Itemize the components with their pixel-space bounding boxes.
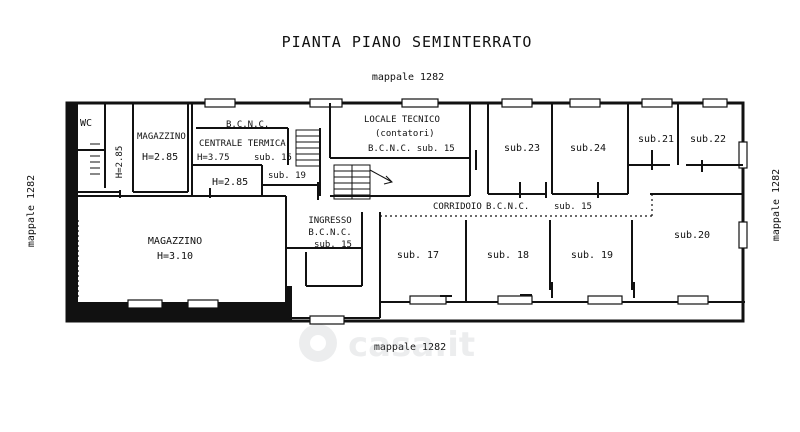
watermark-text: casa.it — [348, 325, 475, 365]
sub19-label: sub. 19 — [571, 250, 613, 261]
locale-tecnico-label: LOCALE TECNICO — [364, 115, 440, 125]
mappale-bottom-label: mappale 1282 — [374, 342, 446, 353]
sub21-label: sub.21 — [638, 134, 674, 145]
sub22-label: sub.22 — [690, 134, 726, 145]
corridoio-bcnc-label: B.C.N.C. — [486, 202, 529, 212]
stairs — [90, 129, 393, 200]
sub23-label: sub.23 — [504, 143, 540, 154]
door-marks — [119, 150, 703, 298]
corridoio-sub-label: sub. 15 — [554, 202, 592, 212]
centrale-height-label: H=3.75 — [197, 153, 230, 163]
plan-title: PIANTA PIANO SEMINTERRATO — [282, 33, 533, 51]
magazzino-big-height: H=3.10 — [157, 251, 193, 262]
wc-label: WC — [80, 118, 92, 129]
magazzino-big-label: MAGAZZINO — [148, 236, 202, 247]
dotted-partitions — [77, 194, 653, 300]
mappale-left-label: mappale 1282 — [26, 175, 37, 247]
interior-walls — [78, 103, 743, 302]
ingresso-bcnc-label: B.C.N.C. — [308, 228, 351, 238]
ingresso-sub-label: sub. 15 — [314, 240, 352, 250]
sub19-small-label: sub. 19 — [268, 171, 306, 181]
sub18-label: sub. 18 — [487, 250, 529, 261]
ingresso-label: INGRESSO — [308, 216, 351, 226]
locale-bcnc-label: B.C.N.C. sub. 15 — [368, 144, 455, 154]
right-windows — [738, 141, 748, 249]
mappale-right-label: mappale 1282 — [771, 169, 782, 241]
sub20-label: sub.20 — [674, 230, 710, 241]
centrale-bcnc-label: B.C.N.C. — [226, 120, 269, 130]
outer-walls — [65, 101, 745, 323]
magazzino-small-height: H=2.85 — [142, 152, 178, 163]
sub17-label: sub. 17 — [397, 250, 439, 261]
top-windows — [204, 98, 728, 108]
mappale-top-label: mappale 1282 — [372, 72, 444, 83]
centrale-sub-label: sub. 15 — [254, 153, 292, 163]
sub24-label: sub.24 — [570, 143, 606, 154]
magazzino-small-label: MAGAZZINO — [137, 132, 186, 142]
watermark: casa.it — [299, 324, 475, 365]
corridoio-label: CORRIDOIO — [433, 202, 482, 212]
room-height-label: H=2.85 — [212, 177, 248, 188]
bottom-windows — [127, 295, 709, 325]
watermark-logo-icon — [299, 324, 337, 362]
centrale-termica-label: CENTRALE TERMICA — [199, 139, 286, 149]
wc-height-label: H=2.85 — [115, 146, 125, 179]
locale-contatori-label: (contatori) — [375, 129, 435, 139]
